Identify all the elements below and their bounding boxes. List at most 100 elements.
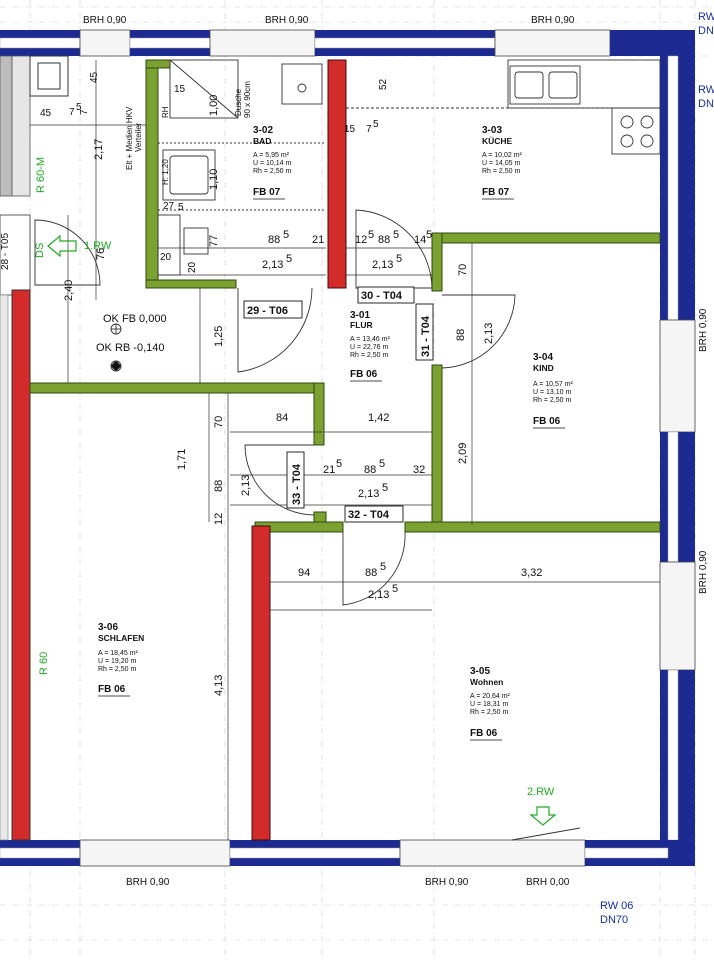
svg-text:H: 1,20: H: 1,20 <box>161 159 170 185</box>
svg-text:1,25: 1,25 <box>213 326 225 347</box>
svg-text:45: 45 <box>89 71 100 83</box>
svg-text:3-01: 3-01 <box>350 310 370 321</box>
svg-text:FB 07: FB 07 <box>482 187 510 198</box>
svg-text:2,13: 2,13 <box>262 259 283 271</box>
svg-text:Rh = 2,50 m: Rh = 2,50 m <box>253 168 291 175</box>
door-label-30: 30 - T04 <box>361 290 403 302</box>
svg-text:70: 70 <box>213 416 225 428</box>
room-stamp-kueche: 3-03 KÜCHE A = 10,02 m² U = 14,05 m Rh =… <box>482 125 523 200</box>
svg-text:FB 06: FB 06 <box>533 416 561 427</box>
room-stamp-bad: 3-02 BAD A = 5,95 m² U = 10,14 m Rh = 2,… <box>253 125 291 200</box>
interior-walls <box>29 59 661 533</box>
svg-text:32: 32 <box>413 464 425 476</box>
svg-text:KIND: KIND <box>533 363 554 373</box>
level-ok-fb: OK FB 0,000 <box>103 313 167 325</box>
window-label-right-upper: BRH 0,90 <box>698 308 709 352</box>
room-stamp-wohnen: 3-05 Wohnen A = 20,64 m² U = 18,31 m Rh … <box>470 666 511 741</box>
svg-text:84: 84 <box>276 412 288 424</box>
room-stamp-flur: 3-01 FLUR A = 13,46 m² U = 22,76 m Rh = … <box>350 310 391 382</box>
svg-text:94: 94 <box>298 567 310 579</box>
svg-text:1,00: 1,00 <box>208 95 220 116</box>
svg-text:5: 5 <box>426 229 432 241</box>
svg-text:2,13: 2,13 <box>368 589 389 601</box>
svg-text:2,09: 2,09 <box>457 443 469 464</box>
svg-text:DN: DN <box>698 25 714 37</box>
level-symbols <box>110 323 122 372</box>
svg-text:12: 12 <box>355 234 367 246</box>
svg-text:DN70: DN70 <box>600 914 628 926</box>
svg-text:U = 14,05 m: U = 14,05 m <box>482 160 520 167</box>
kitchen-counter <box>346 59 661 155</box>
svg-text:28 - T05: 28 - T05 <box>0 233 11 270</box>
svg-text:7: 7 <box>79 109 90 115</box>
svg-text:52: 52 <box>378 78 389 90</box>
svg-text:5: 5 <box>380 561 386 573</box>
red-walls <box>251 59 347 841</box>
svg-text:3-06: 3-06 <box>98 622 118 633</box>
svg-text:5: 5 <box>283 229 289 241</box>
dimension-texts: 45 45 7 5 7 2,17 15 1,00 1,10 27 5 77 20… <box>40 71 542 696</box>
svg-text:A = 13,46 m²: A = 13,46 m² <box>350 336 391 343</box>
svg-text:88: 88 <box>268 234 280 246</box>
window-label-bottom-mid: BRH 0,90 <box>425 877 469 888</box>
left-neighbour <box>0 55 69 841</box>
annotations: 1.RW 2.RW DS R 60-M R 60 RW 06 DN70 RW D… <box>0 11 714 926</box>
window-label-top-left: BRH 0,90 <box>83 15 127 26</box>
svg-text:3-03: 3-03 <box>482 125 502 136</box>
svg-text:88: 88 <box>213 480 225 492</box>
svg-text:A = 5,95 m²: A = 5,95 m² <box>253 152 290 159</box>
svg-text:21: 21 <box>312 234 324 246</box>
svg-text:Rh = 2,50 m: Rh = 2,50 m <box>350 352 388 359</box>
svg-text:2,13: 2,13 <box>240 475 252 496</box>
room-stamp-kind: 3-04 KIND A = 10,57 m² U = 13,10 m Rh = … <box>533 352 574 429</box>
svg-text:5: 5 <box>396 253 402 265</box>
svg-text:1,71: 1,71 <box>176 449 188 470</box>
door-swings <box>34 209 581 841</box>
svg-text:Dusche: Dusche <box>234 88 243 116</box>
svg-text:BAD: BAD <box>253 136 271 146</box>
svg-text:88: 88 <box>455 329 467 341</box>
svg-text:15: 15 <box>174 84 186 95</box>
svg-text:14: 14 <box>414 234 426 246</box>
svg-text:Rh = 2,50 m: Rh = 2,50 m <box>98 666 136 673</box>
window-label-bottom-left: BRH 0,90 <box>126 877 170 888</box>
svg-text:2.RW: 2.RW <box>527 786 555 798</box>
svg-text:5: 5 <box>373 119 379 130</box>
door-labels: 29 - T06 30 - T04 31 - T04 32 - T04 33 -… <box>243 286 434 523</box>
svg-text:Wohnen: Wohnen <box>470 677 503 687</box>
svg-text:5: 5 <box>286 253 292 265</box>
svg-text:A = 20,64 m²: A = 20,64 m² <box>470 693 511 700</box>
svg-text:88: 88 <box>364 464 376 476</box>
svg-text:12: 12 <box>213 513 225 525</box>
svg-text:A = 10,02 m²: A = 10,02 m² <box>482 152 523 159</box>
svg-text:88: 88 <box>365 567 377 579</box>
svg-text:FB 06: FB 06 <box>98 684 126 695</box>
svg-text:90 x 90cm: 90 x 90cm <box>243 81 252 118</box>
svg-text:15: 15 <box>344 124 356 135</box>
svg-text:5: 5 <box>382 482 388 494</box>
svg-text:KÜCHE: KÜCHE <box>482 136 513 146</box>
svg-text:2,13: 2,13 <box>358 488 379 500</box>
svg-text:5: 5 <box>336 458 342 470</box>
svg-text:20: 20 <box>187 261 198 273</box>
svg-text:Rh = 2,50 m: Rh = 2,50 m <box>482 168 520 175</box>
svg-text:FB 06: FB 06 <box>350 369 378 380</box>
svg-text:DS: DS <box>34 243 46 258</box>
svg-text:1.RW: 1.RW <box>84 240 112 252</box>
svg-text:Rh = 2,50 m: Rh = 2,50 m <box>470 709 508 716</box>
svg-text:70: 70 <box>457 264 469 276</box>
svg-text:76: 76 <box>95 248 107 260</box>
svg-text:RH: RH <box>161 106 170 118</box>
svg-text:DN: DN <box>698 98 714 110</box>
svg-text:FB 07: FB 07 <box>253 187 281 198</box>
svg-text:U = 19,20 m: U = 19,20 m <box>98 658 136 665</box>
svg-text:U = 18,31 m: U = 18,31 m <box>470 701 508 708</box>
door-label-33: 33 - T04 <box>291 463 303 505</box>
door-label-29: 29 - T06 <box>247 305 288 317</box>
dimension-lines <box>30 60 660 840</box>
svg-text:2,17: 2,17 <box>93 139 105 160</box>
svg-text:3-04: 3-04 <box>533 352 553 363</box>
level-ok-rb: OK RB -0,140 <box>96 342 164 354</box>
